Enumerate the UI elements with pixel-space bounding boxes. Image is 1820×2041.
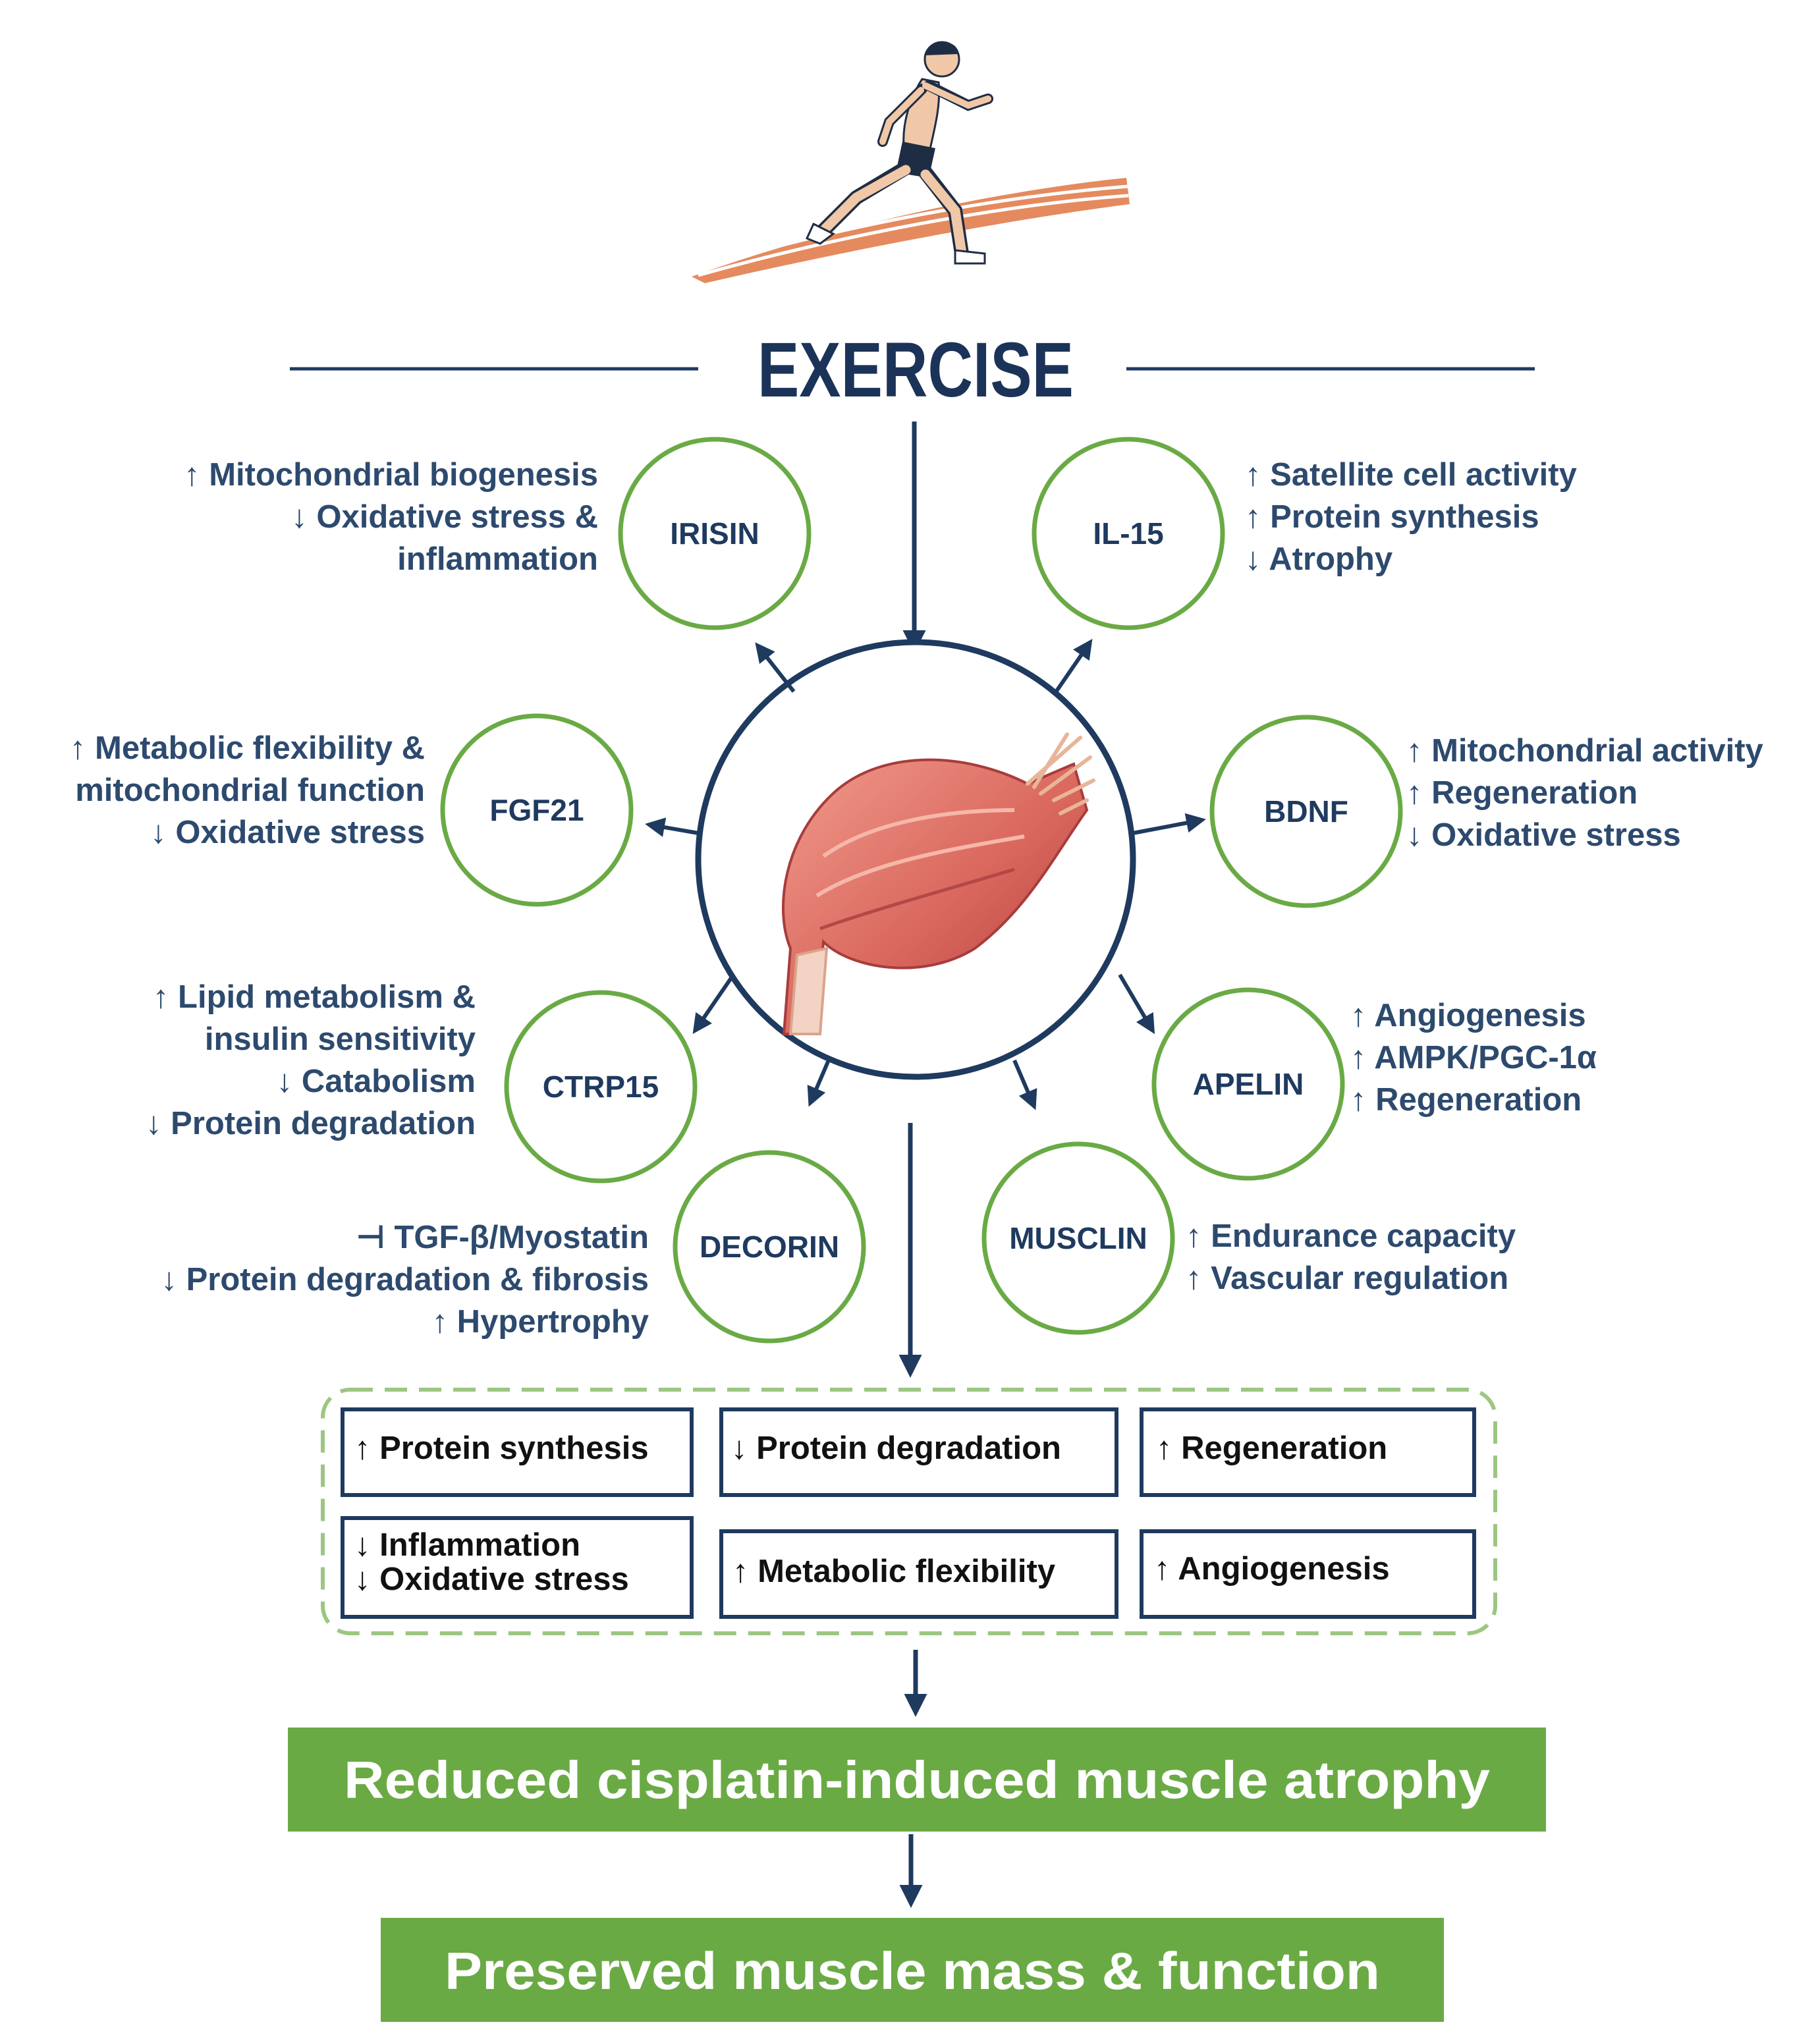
effect-line: ↑ Vascular regulation [1186,1261,1508,1296]
track-lane-line [698,194,1129,277]
effect-line: ↑ Regeneration [1350,1082,1582,1118]
cytokine-ctrp15: CTRP15 ↑ Lipid metabolism & insulin sens… [146,979,698,1184]
cytokine-circle [1151,987,1345,1181]
cytokine-name: BDNF [1264,794,1348,829]
effect-line: ⊣ TGF-β/Myostatin [356,1220,649,1255]
cytokine-irisin: IRISIN ↑ Mitochondrial biogenesis ↓ Oxid… [184,437,812,630]
outcome-angiogenesis: ↑ Angiogenesis [1140,1529,1476,1619]
cytokine-fgf21: FGF21 ↑ Metabolic flexibility & mitochon… [70,713,634,907]
effect-line: mitochondrial function [75,773,425,808]
effect-line: ↓ Protein degradation & fibrosis [161,1262,649,1297]
outcomes-container [321,1388,1497,1635]
page-title: EXERCISE [758,327,1074,414]
cytokine-name: IL-15 [1093,516,1163,551]
effect-line: ↓ Atrophy [1245,541,1393,577]
outcome-label: ↓ Inflammation [354,1527,580,1563]
cytokine-bdnf: BDNF ↑ Mitochondrial activity ↑ Regenera… [1209,715,1763,908]
result-banner: Reduced cisplatin-induced muscle atrophy [288,1728,1546,1832]
cytokine-circle [618,437,812,630]
effect-line: ↑ Mitochondrial biogenesis [184,457,598,493]
outcome-protein-synthesis: ↑ Protein synthesis [341,1407,694,1497]
effect-line: ↑ Hypertrophy [432,1304,649,1340]
cytokine-circle [673,1150,866,1344]
cytokine-name: MUSCLIN [1009,1221,1147,1255]
arrow-to-decorin [807,1056,832,1107]
outcome-label: ↑ Angiogenesis [1154,1551,1390,1587]
effect-line: ↑ Endurance capacity [1186,1218,1516,1254]
running-track [692,178,1130,283]
effect-line: ↓ Oxidative stress [1406,817,1681,853]
cytokine-decorin: DECORIN ⊣ TGF-β/Myostatin ↓ Protein degr… [161,1150,866,1344]
effect-line: ↑ Regeneration [1406,775,1638,811]
outcome-label: ↑ Protein synthesis [354,1430,649,1466]
effect-line: ↓ Oxidative stress [150,815,425,850]
arrow-to-irisin [755,642,796,693]
outcome-box [1140,1529,1476,1619]
outcome-label: ↑ Regeneration [1156,1430,1387,1466]
cytokine-musclin: MUSCLIN ↑ Endurance capacity ↑ Vascular … [981,1141,1516,1335]
effect-line: inflammation [397,541,598,577]
outcome-box [719,1529,1118,1619]
effect-line: ↑ Mitochondrial activity [1406,733,1763,769]
cytokine-circle [504,990,698,1184]
effect-line: ↑ Satellite cell activity [1245,457,1577,493]
cytokine-il15: IL-15 ↑ Satellite cell activity ↑ Protei… [1032,437,1577,630]
cytokine-circle [1032,437,1225,630]
cytokine-circle [981,1141,1175,1335]
arrow-to-musclin [1012,1059,1037,1110]
runner-illustration [692,41,1130,283]
effect-line: ↓ Protein degradation [146,1106,476,1141]
effect-line: ↑ Lipid metabolism & [153,979,476,1015]
runner-figure [805,41,993,265]
effect-line: ↑ Metabolic flexibility & [70,730,425,766]
outcome-regeneration: ↑ Regeneration [1140,1407,1476,1497]
arrow-to-apelin [1118,973,1155,1035]
cytokine-name: DECORIN [700,1230,839,1264]
final-banner-box [381,1918,1444,2022]
final-banner-text: Preserved muscle mass & function [445,1942,1380,2000]
arrow-to-il15 [1052,639,1093,696]
cytokine-circle [440,713,634,907]
cytokine-name: IRISIN [670,516,759,551]
outcome-box [719,1407,1118,1497]
cytokine-apelin: APELIN ↑ Angiogenesis ↑ AMPK/PGC-1α ↑ Re… [1151,987,1597,1181]
effect-line: ↑ AMPK/PGC-1α [1350,1040,1597,1075]
result-banner-text: Reduced cisplatin-induced muscle atrophy [344,1751,1491,1809]
outcome-label: ↓ Protein degradation [731,1430,1061,1466]
cytokine-circle [1209,715,1403,908]
effect-line: ↓ Oxidative stress & [291,499,598,535]
final-banner: Preserved muscle mass & function [381,1918,1444,2022]
cytokine-name: APELIN [1193,1067,1304,1101]
outcome-metabolic-flexibility: ↑ Metabolic flexibility [719,1529,1118,1619]
effect-line: ↑ Angiogenesis [1350,998,1586,1033]
track-lane-line [704,184,1128,269]
effect-line: ↓ Catabolism [277,1064,476,1099]
outcome-inflammation-oxidative: ↓ Inflammation ↓ Oxidative stress [341,1516,694,1619]
cytokine-name: FGF21 [489,793,584,827]
arrow-to-bdnf [1132,813,1206,835]
effect-line: insulin sensitivity [205,1021,476,1057]
outcome-protein-degradation: ↓ Protein degradation [719,1407,1118,1497]
outcome-box [1140,1407,1476,1497]
outcome-box [341,1516,694,1619]
arrow-to-ctrp15 [692,977,733,1034]
muscle-icon [781,732,1095,1035]
effect-line: ↑ Protein synthesis [1245,499,1539,535]
arrow-to-fgf21 [645,817,699,837]
cytokine-arrows [645,639,1206,1110]
cytokine-name: CTRP15 [543,1070,659,1104]
outcome-label: ↑ Metabolic flexibility [732,1554,1055,1589]
outcome-label: ↓ Oxidative stress [354,1562,629,1597]
outcome-box [341,1407,694,1497]
result-banner-box [288,1728,1546,1832]
